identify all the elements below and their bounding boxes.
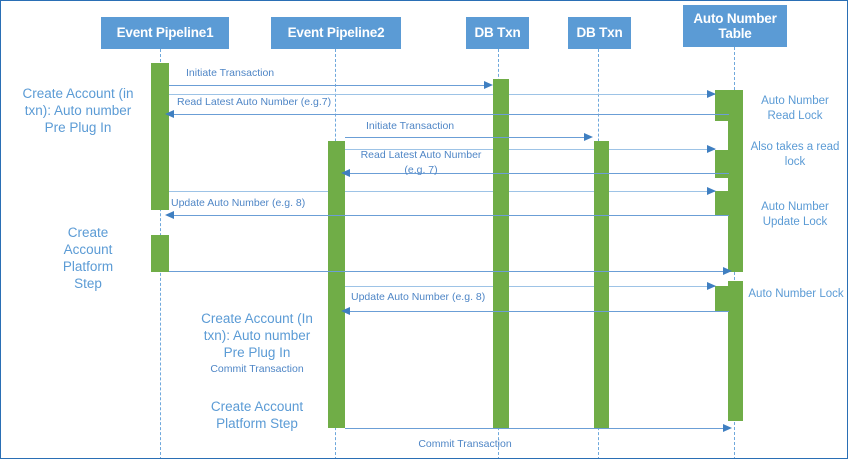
annotation-create-account-pre-plugin-left-line2: txn): Auto number — [24, 102, 132, 118]
message-label-update-auto-number-2: Update Auto Number (e.g. 8) — [351, 291, 486, 303]
activation-bar-event-pipeline1-platformstep — [151, 235, 169, 272]
activation-bar-auto-number-read-lock — [715, 90, 729, 121]
annotation-create-account-platform-step-left-line4: Step — [74, 275, 102, 291]
message-label-read-latest-auto-number-2-line1: Read Latest Auto Number — [360, 149, 482, 161]
annotation-create-account-pre-plugin-left-line3: Pre Plug In — [44, 119, 112, 135]
annotation-commit-transaction-center: Commit Transaction — [186, 363, 328, 375]
actor-label-auto-number-table: Auto Number Table — [693, 10, 777, 41]
annotation-commit-transaction-center-text: Commit Transaction — [210, 363, 304, 375]
activation-bar-event-pipeline2 — [328, 141, 345, 428]
message-line-read-latest-auto-number-1[interactable] — [169, 114, 729, 115]
actor-header-db-txn-2[interactable]: DB Txn — [568, 17, 631, 49]
message-label-initiate-transaction-2: Initiate Transaction — [366, 120, 455, 132]
actor-label-db-txn-2: DB Txn — [576, 25, 623, 41]
annotation-create-account-pre-plugin-center: Create Account (In txn): Auto number Pre… — [186, 311, 328, 362]
actor-header-db-txn-1[interactable]: DB Txn — [466, 17, 529, 49]
actor-header-event-pipeline2[interactable]: Event Pipeline2 — [271, 17, 401, 49]
message-line-update-auto-number-2[interactable] — [345, 311, 729, 312]
annotation-auto-number-update-lock-line2: Update Lock — [762, 215, 828, 228]
arrowhead-read-latest-auto-number-1 — [165, 110, 174, 118]
actor-label-db-txn-1: DB Txn — [474, 25, 521, 41]
annotation-create-account-platform-step-left: Create Account Platform Step — [25, 225, 151, 293]
arrowhead-commit-transaction — [723, 424, 732, 432]
activation-bar-auto-number-update-lock — [715, 191, 729, 216]
actor-header-auto-number-table[interactable]: Auto Number Table — [683, 5, 787, 47]
arrowhead-ep2-to-auto-read — [707, 145, 716, 153]
arrowhead-platform-step-ep1-to-auto — [723, 267, 732, 275]
message-label-read-latest-auto-number-1: Read Latest Auto Number (e.g.7) — [177, 96, 332, 108]
connector-line-ep1-to-auto-update — [169, 191, 715, 192]
annotation-auto-number-read-lock-line1: Auto Number — [761, 95, 829, 107]
arrowhead-update-auto-number-1 — [165, 211, 174, 219]
annotation-create-account-platform-step-left-line3: Platform — [62, 258, 114, 274]
activation-bar-db-txn-1 — [493, 79, 509, 428]
message-line-initiate-transaction-2[interactable] — [345, 137, 589, 138]
arrowhead-ep2-to-auto-update — [707, 282, 716, 290]
message-line-read-latest-auto-number-2[interactable] — [345, 173, 729, 174]
annotation-create-account-platform-step-center-line1: Create Account — [210, 399, 304, 414]
annotation-also-takes-read-lock-line2: lock — [784, 155, 806, 168]
annotation-also-takes-read-lock: Also takes a read lock — [743, 140, 847, 170]
annotation-create-account-platform-step-left-line2: Account — [63, 241, 113, 257]
arrowhead-initiate-transaction-2 — [584, 133, 593, 141]
message-line-initiate-transaction-1[interactable] — [169, 85, 489, 86]
arrowhead-ep1-to-auto-update — [707, 187, 716, 195]
message-line-update-auto-number-1[interactable] — [169, 215, 729, 216]
activation-bar-auto-number-lock — [715, 286, 729, 311]
annotation-create-account-platform-step-center-line2: Platform Step — [216, 415, 298, 431]
actor-label-event-pipeline2: Event Pipeline2 — [287, 25, 385, 41]
message-line-commit-transaction[interactable] — [345, 428, 729, 429]
annotation-create-account-pre-plugin-left: Create Account (in txn): Auto number Pre… — [5, 86, 151, 137]
activation-bar-db-txn-2 — [594, 141, 609, 428]
annotation-create-account-pre-plugin-center-line3: Pre Plug In — [223, 344, 291, 360]
annotation-create-account-pre-plugin-center-line2: txn): Auto number — [203, 327, 311, 343]
activation-bar-event-pipeline1-preplugin — [151, 63, 169, 210]
message-label-commit-transaction: Commit Transaction — [418, 438, 512, 450]
annotation-auto-number-update-lock: Auto Number Update Lock — [745, 200, 845, 230]
annotation-auto-number-read-lock-line2: Read Lock — [767, 109, 823, 122]
arrowhead-initiate-transaction-1 — [484, 81, 493, 89]
annotation-create-account-pre-plugin-center-line1: Create Account (In — [201, 311, 313, 326]
annotation-auto-number-update-lock-line1: Auto Number — [761, 201, 829, 213]
actor-label-event-pipeline1: Event Pipeline1 — [116, 25, 214, 41]
actor-header-event-pipeline1[interactable]: Event Pipeline1 — [101, 17, 229, 49]
connector-line-platform-step-ep1-to-auto[interactable] — [169, 271, 729, 272]
message-label-read-latest-auto-number-2-line2: (e.g. 7) — [404, 164, 438, 176]
connector-line-ep2-to-auto-update — [345, 286, 715, 287]
annotation-auto-number-lock: Auto Number Lock — [743, 287, 847, 302]
connector-line-ep1-to-auto-read — [169, 94, 715, 95]
annotation-auto-number-lock-line1: Auto Number Lock — [748, 288, 844, 300]
activation-bar-auto-number-table-lower — [728, 281, 743, 421]
message-label-initiate-transaction-1: Initiate Transaction — [186, 67, 275, 79]
annotation-create-account-platform-step-center: Create Account Platform Step — [186, 399, 328, 433]
activation-bar-auto-number-second-read-lock — [715, 150, 729, 178]
annotation-create-account-platform-step-left-line1: Create — [67, 225, 109, 240]
arrowhead-update-auto-number-2 — [341, 307, 350, 315]
annotation-auto-number-read-lock: Auto Number Read Lock — [745, 94, 845, 124]
connector-line-ep2-to-auto-read — [345, 149, 715, 150]
activation-bar-auto-number-table-main — [728, 90, 743, 272]
annotation-also-takes-read-lock-line1: Also takes a read — [750, 141, 840, 153]
message-label-update-auto-number-1: Update Auto Number (e.g. 8) — [171, 197, 306, 209]
annotation-create-account-pre-plugin-left-line1: Create Account (in — [22, 86, 134, 101]
arrowhead-read-latest-auto-number-2 — [341, 169, 350, 177]
arrowhead-ep1-to-auto-read — [707, 90, 716, 98]
